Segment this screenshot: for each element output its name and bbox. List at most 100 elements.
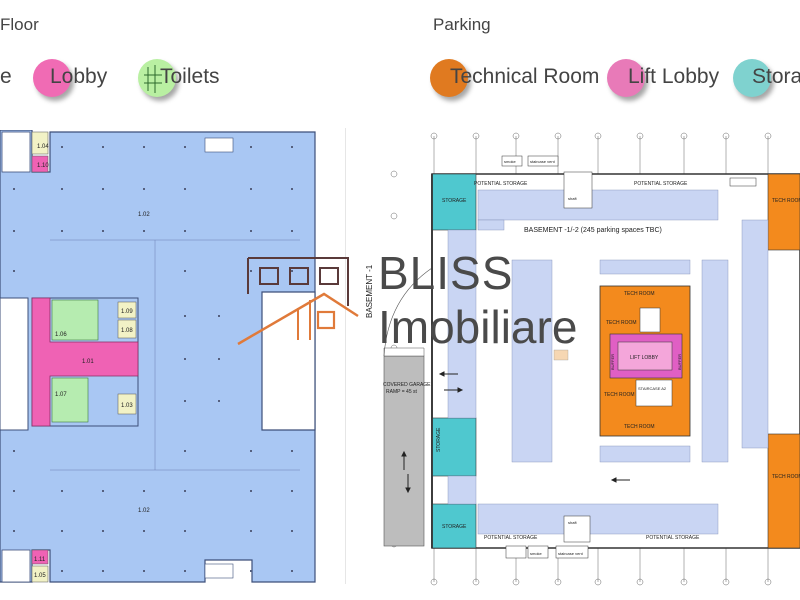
room-103-label: 1.03 (121, 403, 133, 409)
room-108-label: 1.08 (121, 328, 133, 334)
room-104-box (31, 131, 49, 155)
basement-side-label: BASEMENT -1 (365, 264, 374, 318)
parking-bays (447, 189, 769, 535)
buffer-right-label: BUFFER (677, 354, 682, 370)
watermark-line2: Imobiliare (378, 301, 578, 353)
lift-lobby-inner (617, 341, 673, 371)
room-109-box (117, 301, 137, 319)
room-102-bottom-label: 1.02 (138, 508, 150, 514)
legend-toilets-label: Toilets (160, 65, 220, 88)
bottom-stair (563, 515, 591, 543)
shaft-top (204, 137, 234, 153)
toilets-lower (51, 377, 89, 423)
ramp-label: RAMP = 45 st (386, 389, 418, 395)
staircase-vent-bottom-label: staircase vent (558, 551, 584, 556)
plan-divider (345, 128, 346, 584)
room-109-label: 1.09 (121, 309, 133, 315)
storage-bottom-left (431, 503, 477, 549)
logo-window-3 (319, 267, 339, 285)
storage-top-left (431, 173, 477, 231)
column-grid (13, 146, 293, 572)
parking-plan: BASEMENT -1/-2 (245 parking spaces TBC) … (365, 132, 800, 586)
shaft-bottom-label: shaft (568, 520, 578, 525)
shaft-bottom (204, 563, 234, 579)
office-floor-plan: 1.04 1.10 1.02 1.01 1.06 1.07 1.08 1.09 … (0, 130, 316, 583)
room-105-label: 1.05 (34, 573, 46, 579)
covered-garage-label: COVERED GARAGE (383, 382, 431, 388)
stair-bottom (1, 549, 31, 583)
room-110-box (31, 155, 49, 173)
logo-window-1 (259, 267, 279, 285)
storage-bottom-left-label: STORAGE (442, 524, 467, 530)
staircase-label: STAIRCASE A2 (638, 386, 667, 391)
legend-technical-room-label: Technical Room (450, 65, 600, 88)
logo-window-2 (289, 267, 309, 285)
tech-room-core-3: TECH ROOM (604, 392, 635, 398)
lift-lobby-legend-swatch (607, 59, 645, 97)
toilets-upper (51, 299, 99, 341)
legend-storage-label: Storag (752, 65, 800, 88)
traffic-arrows (401, 371, 630, 494)
smoke-box-top (501, 155, 523, 167)
logo-roofline (248, 257, 349, 306)
potential-storage-top-right: POTENTIAL STORAGE (634, 181, 688, 187)
legend-office-label: e (0, 65, 12, 88)
top-right-box (729, 177, 757, 187)
shaft-top-label: shaft (568, 196, 578, 201)
lobby-legend-swatch (33, 59, 71, 97)
corridor-marker (553, 349, 569, 361)
logo-orange-window (316, 310, 336, 330)
bliss-logo-icon (237, 257, 359, 346)
tech-room-core-4: TECH ROOM (624, 424, 655, 430)
smoke-top-label: smoke (504, 159, 517, 164)
tech-room-bottom-right (767, 433, 800, 549)
floor-header: Floor (0, 15, 39, 34)
lift-lobby-label: LIFT LOBBY (630, 355, 659, 361)
smoke-box-bottom (527, 545, 549, 559)
room-107-label: 1.07 (55, 392, 67, 398)
room-105-box (31, 565, 49, 583)
storage-mid-left-label: STORAGE (436, 427, 442, 452)
basement-title: BASEMENT -1/-2 (245 parking spaces TBC) (524, 227, 662, 234)
potential-storage-bottom-right: POTENTIAL STORAGE (646, 535, 700, 541)
room-103-box (117, 393, 137, 415)
lobby-area (31, 297, 139, 427)
staircase-vent-bottom (555, 545, 589, 559)
storage-top-left-label: STORAGE (442, 198, 467, 204)
room-111-box (31, 549, 49, 565)
legend-lobby-label: Lobby (50, 65, 108, 88)
potential-storage-top-left: POTENTIAL STORAGE (474, 181, 528, 187)
storage-mid-left (431, 417, 477, 477)
potential-storage-bottom-left: POTENTIAL STORAGE (484, 535, 538, 541)
smoke-bottom-label: smoke (530, 551, 543, 556)
tech-room-bottom-right-label: TECH ROOM (772, 474, 800, 480)
storage-legend-swatch (733, 59, 771, 97)
logo-orange-roof (237, 292, 359, 346)
staircase-vent-box (505, 545, 527, 559)
staircase-vent-top-label: staircase vent (530, 159, 556, 164)
top-stair (563, 171, 593, 209)
toilets-legend-swatch (138, 59, 176, 97)
technical-room-legend-swatch (430, 59, 468, 97)
room-110-label: 1.10 (37, 163, 49, 169)
tech-room-core-2: TECH ROOM (606, 320, 637, 326)
room-111-label: 1.11 (34, 557, 46, 563)
watermark-line1: BLISS (378, 247, 514, 299)
toilets-legend-hatch (144, 65, 162, 93)
ramp-curve (383, 267, 433, 357)
core-staircase (635, 379, 673, 407)
tech-room-core-1: TECH ROOM (624, 291, 655, 297)
core-shaft (639, 307, 661, 333)
left-void (0, 297, 29, 431)
room-101-label: 1.01 (82, 359, 94, 365)
buffer-left-label: BUFFER (610, 354, 615, 370)
tech-room-top-right-label: TECH ROOM (772, 198, 800, 204)
room-108-box (117, 319, 137, 339)
legend-lift-lobby-label: Lift Lobby (628, 65, 720, 88)
parking-header: Parking (433, 15, 491, 34)
room-106-label: 1.06 (55, 332, 67, 338)
room-102-top-label: 1.02 (138, 212, 150, 218)
atrium-void (261, 291, 316, 431)
stair-top (1, 131, 31, 173)
tech-room-top-right (767, 173, 800, 251)
